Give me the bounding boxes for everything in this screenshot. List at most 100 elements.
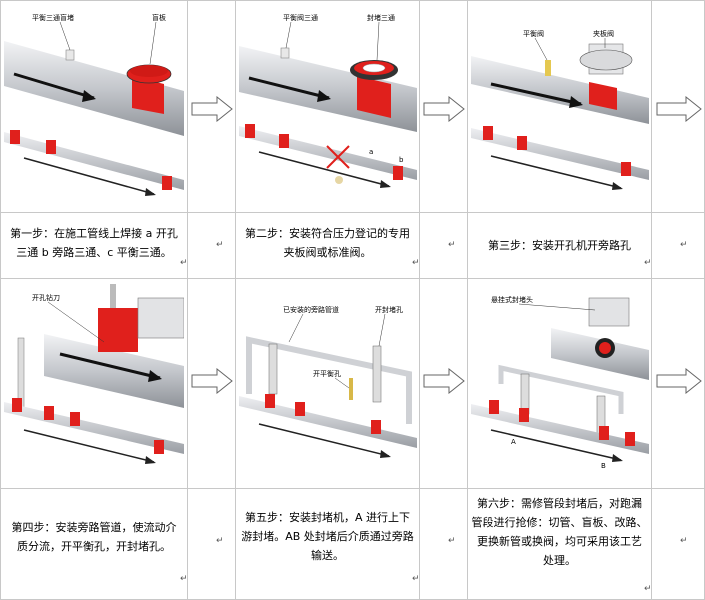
label-hanging-plug-head: 悬挂式封堵头 xyxy=(491,295,533,304)
paragraph-mark: ↵ xyxy=(180,574,188,584)
label-plug-tee: 封堵三通 xyxy=(367,13,395,22)
red-fitting xyxy=(489,400,499,414)
grid-line xyxy=(0,488,705,489)
next-arrow-icon xyxy=(191,96,233,122)
step-6-caption: 第六步：需修管段封堵后，对跑漏 管段进行抢修：切管、盲板、改路、 更换新管或换阀… xyxy=(469,494,650,570)
balance-tee xyxy=(65,49,75,61)
next-arrow-icon xyxy=(656,96,702,122)
red-fitting xyxy=(46,140,56,154)
label-installed-bypass: 已安装的旁路管道 xyxy=(283,305,339,314)
label-b: b xyxy=(399,156,404,164)
grid-line xyxy=(235,0,236,600)
step-6-illustration: 悬挂式封堵头 A B xyxy=(471,295,649,470)
step-5-caption: 第五步：安装封堵机，A 进行上下 游封堵。AB 处封堵后介质通过旁路 输送。 xyxy=(237,508,418,565)
caption-line: 第三步：安装开孔机开旁路孔 xyxy=(488,239,631,252)
step-3-illustration: 平衡阀 夹板阀 xyxy=(471,29,649,190)
balance-tee xyxy=(280,47,290,59)
paragraph-mark: ↵ xyxy=(644,584,652,594)
red-fitting xyxy=(599,426,609,440)
red-fitting xyxy=(70,412,80,426)
step-5-illustration: 已安装的旁路管道 开封堵孔 开平衡孔 xyxy=(239,305,417,458)
next-arrow-icon xyxy=(423,96,465,122)
red-tee-fitting xyxy=(132,76,164,114)
label-blind-plate: 盲板 xyxy=(152,13,166,22)
balance-valve xyxy=(545,60,551,76)
plug-tee xyxy=(357,76,391,118)
red-fitting xyxy=(12,398,22,412)
label-drill-cutter: 开孔钻刀 xyxy=(32,293,60,302)
step-1-illustration: 平衡三通盲堵 盲板 xyxy=(4,13,184,196)
red-fitting xyxy=(10,130,20,144)
red-fitting xyxy=(371,420,381,434)
caption-line: 管段进行抢修：切管、盲板、改路、 xyxy=(471,516,648,529)
red-fitting xyxy=(265,394,275,408)
main-pipe xyxy=(44,334,184,408)
blind-flange-top xyxy=(130,65,168,77)
red-fitting xyxy=(295,402,305,416)
red-fitting xyxy=(279,134,289,148)
grid-line xyxy=(651,0,652,600)
step-3-caption: 第三步：安装开孔机开旁路孔 xyxy=(469,236,650,255)
red-fitting xyxy=(483,126,493,140)
flow-arrow xyxy=(248,76,330,100)
main-pipe xyxy=(4,41,184,136)
paragraph-mark: ↵ xyxy=(448,240,456,250)
thin-pipe xyxy=(239,396,417,448)
caption-line: 第二步：安装符合压力登记的专用 xyxy=(245,227,410,240)
grid-line xyxy=(0,212,705,213)
paragraph-mark: ↵ xyxy=(680,536,688,546)
paragraph-mark: ↵ xyxy=(644,258,652,268)
step-4-caption: 第四步：安装旁路管道，使流动介 质分流，开平衡孔，开封堵孔。 xyxy=(2,518,186,556)
paragraph-mark: ↵ xyxy=(680,240,688,250)
grid-line xyxy=(0,278,705,279)
red-fitting xyxy=(393,166,403,180)
step-1-caption: 第一步：在施工管线上焊接 a 开孔 三通 b 旁路三通、c 平衡三通。 xyxy=(2,224,186,262)
red-fitting xyxy=(621,162,631,176)
red-fitting xyxy=(162,176,172,190)
label-a: A xyxy=(511,438,516,446)
thin-pipe xyxy=(471,128,649,180)
thin-pipe xyxy=(4,132,184,190)
caption-line: 第一步：在施工管线上焊接 a 开孔 xyxy=(10,227,178,240)
bypass-pipe xyxy=(17,337,25,409)
caption-line: 输送。 xyxy=(311,549,344,562)
thin-pipe xyxy=(471,404,649,454)
grid-line xyxy=(187,0,188,600)
red-fitting xyxy=(154,440,164,454)
drilling-machine xyxy=(98,308,138,352)
grid-line xyxy=(0,0,705,1)
grid-line xyxy=(467,0,468,600)
label-b: B xyxy=(601,462,606,470)
paragraph-mark: ↵ xyxy=(448,536,456,546)
step-2-illustration: 平衡阀三通 封堵三通 a b xyxy=(239,13,417,188)
thin-flow-arrow xyxy=(23,157,155,195)
red-fitting xyxy=(245,124,255,138)
next-arrow-icon xyxy=(191,368,233,394)
paragraph-mark: ↵ xyxy=(216,536,224,546)
flow-arrow xyxy=(490,82,582,106)
grid-line xyxy=(0,0,1,600)
caption-line: 第五步：安装封堵机，A 进行上下 xyxy=(244,511,411,524)
caption-line: 第六步：需修管段封堵后，对跑漏 xyxy=(477,497,642,510)
next-arrow-icon xyxy=(423,368,465,394)
red-fitting xyxy=(519,408,529,422)
paragraph-mark: ↵ xyxy=(412,574,420,584)
balance-hole xyxy=(349,378,353,400)
step-4-illustration: 开孔钻刀 xyxy=(4,284,184,464)
installed-bypass xyxy=(246,336,412,424)
caption-line: 第四步：安装旁路管道，使流动介 xyxy=(11,521,177,534)
caption-line: 夹板阀或标准阀。 xyxy=(283,246,372,259)
red-fitting xyxy=(44,406,54,420)
label-balance-valve: 平衡阀 xyxy=(523,29,544,38)
flow-arrow xyxy=(13,72,95,100)
paragraph-mark: ↵ xyxy=(216,240,224,250)
caption-line: 三通 b 旁路三通、c 平衡三通。 xyxy=(16,246,172,259)
paragraph-mark: ↵ xyxy=(412,258,420,268)
label-balance-valve-tee: 平衡阀三通 xyxy=(283,13,318,22)
label-clamp-valve: 夹板阀 xyxy=(593,29,614,38)
label-open-balance-hole: 开平衡孔 xyxy=(313,369,341,378)
bypass-loop xyxy=(498,364,624,414)
red-fitting xyxy=(625,432,635,446)
flow-arrow xyxy=(59,352,161,380)
tee-fitting xyxy=(589,82,617,110)
